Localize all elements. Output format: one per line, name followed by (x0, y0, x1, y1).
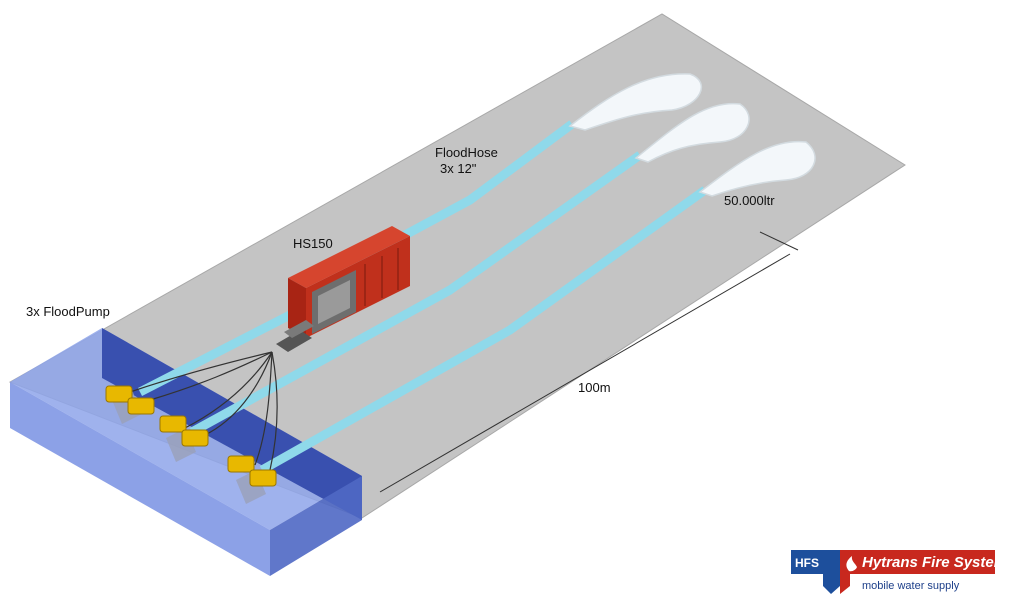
distance-dimension (379, 231, 799, 493)
logo-tagline: mobile water supply (862, 580, 960, 592)
water-basin-side-wall (270, 476, 362, 576)
logo-abbr: HFS (795, 556, 819, 570)
floodpump-2 (159, 415, 209, 462)
label-volume: 50.000ltr (724, 193, 775, 208)
hs150-unit (288, 226, 410, 338)
flame-icon (846, 556, 857, 572)
floodpump-3 (227, 455, 277, 504)
logo-name: Hytrans Fire System (862, 554, 1007, 571)
label-floodhose: FloodHose (435, 145, 498, 160)
water-jet-1 (568, 73, 703, 131)
floodhose-3 (259, 186, 708, 474)
hfs-logo: HFS Hytrans Fire System mobile water sup… (791, 550, 1007, 594)
label-hs150: HS150 (293, 236, 333, 251)
label-hose-spec: 3x 12" (440, 161, 477, 176)
hydraulic-lines (129, 351, 278, 471)
water-jet-2 (634, 102, 750, 163)
label-distance: 100m (578, 380, 611, 395)
water-basin-front-wall (10, 382, 270, 576)
floodpump-1 (105, 385, 155, 424)
hose-reel-skid (276, 320, 314, 352)
floodhose-2 (189, 151, 643, 436)
water-jet-3 (698, 140, 816, 197)
label-pumps: 3x FloodPump (26, 304, 110, 319)
